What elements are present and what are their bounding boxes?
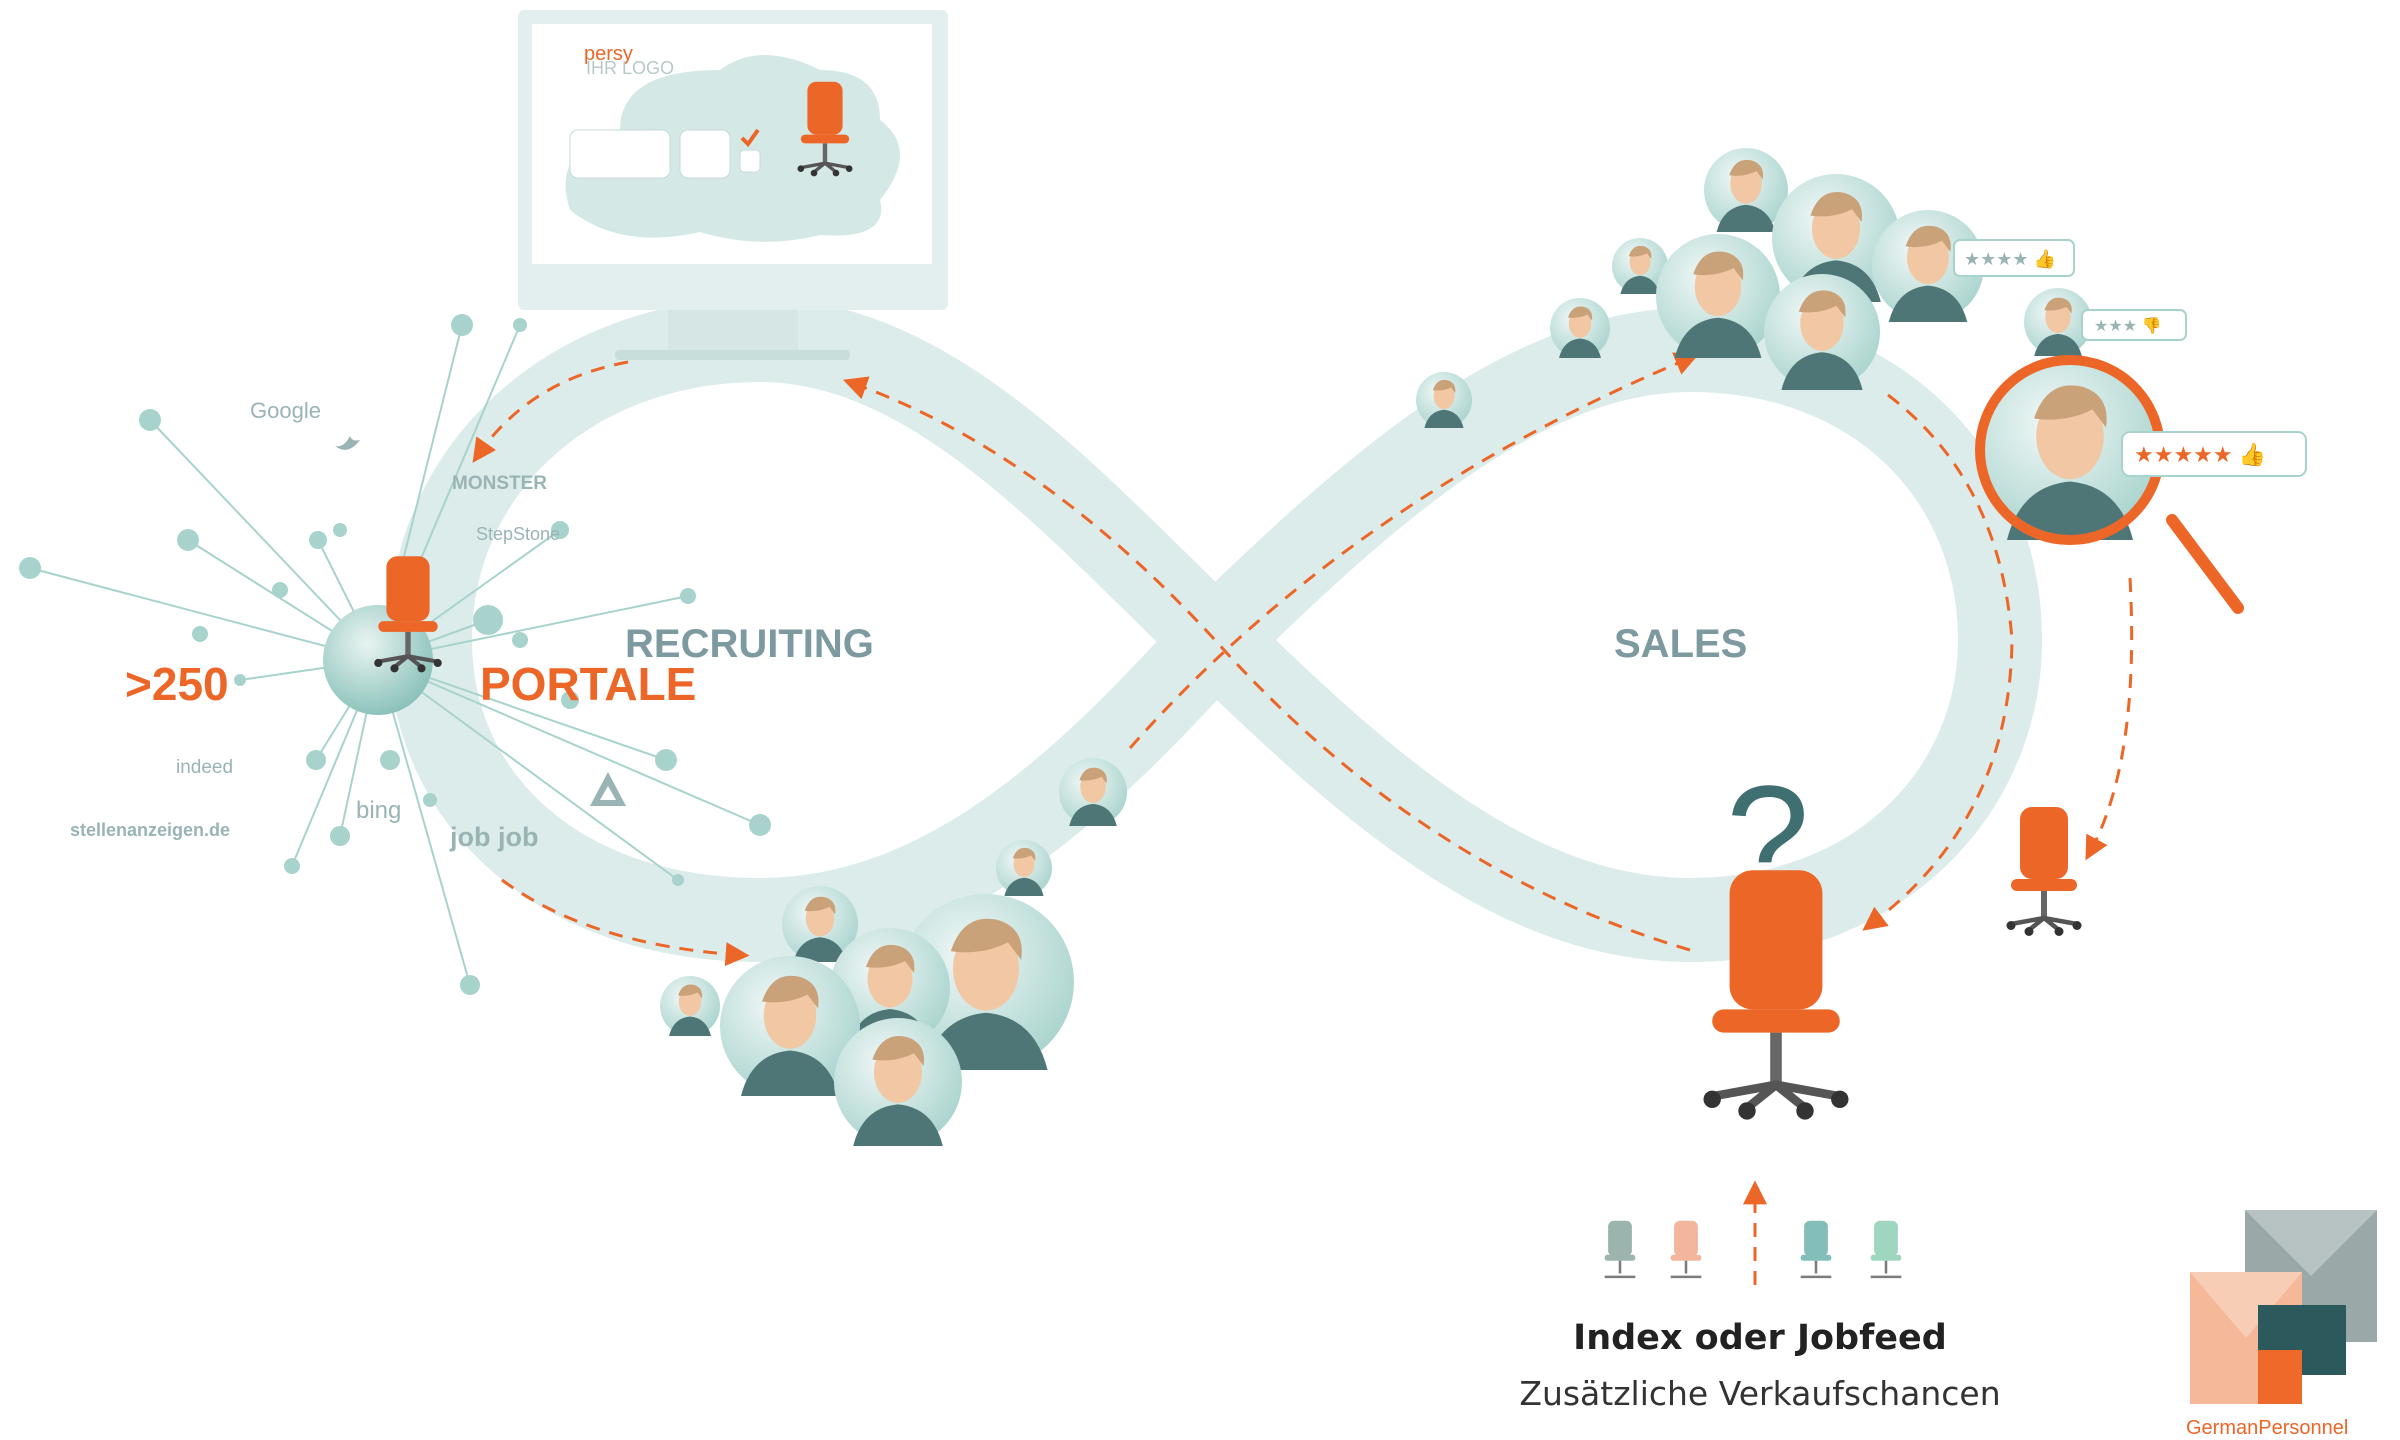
rating-badge: [2081, 309, 2187, 341]
svg-text:★★★★★ 👍: ★★★★★ 👍: [2134, 442, 2266, 467]
portal-nodes: [19, 314, 771, 995]
caption-subtitle: Zusätzliche Verkaufschancen: [1519, 1374, 2001, 1413]
company-logo: GermanPersonnel: [2186, 1210, 2377, 1439]
candidate-avatar: [1764, 274, 1880, 390]
caption-title: Index oder Jobfeed: [1573, 1318, 1947, 1358]
portal-count: >250: [125, 658, 229, 710]
arrow-portals-to-candidates: [501, 878, 750, 967]
twitter-bird-icon: [335, 436, 360, 450]
rating-badge: [1953, 239, 2075, 277]
candidate-avatar: [1416, 372, 1472, 428]
monster-logo: MONSTER: [452, 473, 547, 494]
small-chair-icon: [1670, 1220, 1702, 1279]
arrow-sales-to-chair: [1862, 393, 2014, 931]
candidate-avatar: [1656, 234, 1780, 358]
jobjob-logo: job job: [449, 822, 538, 852]
logo-text: GermanPersonnel: [2186, 1417, 2348, 1439]
bing-logo: bing: [356, 797, 401, 824]
top-rating-badge: [2121, 431, 2307, 477]
sales-label: SALES: [1614, 622, 1747, 666]
index-chairs: [1604, 1220, 1902, 1279]
sales-cluster: ★★★★ 👍 ★★★ 👎: [1416, 148, 2187, 428]
candidate-avatar: [660, 976, 720, 1036]
monitor-brand: persy: [584, 43, 633, 65]
small-chair-icon: [1800, 1220, 1832, 1279]
recruiting-label: RECRUITING: [625, 622, 874, 666]
candidate-avatar: [1059, 758, 1127, 826]
portal-label: PORTALE: [480, 658, 696, 710]
candidate-avatar: [834, 1018, 962, 1146]
candidate-avatar: [996, 840, 1052, 896]
google-logo: Google: [250, 398, 321, 423]
stepstone-logo: StepStone: [476, 524, 560, 544]
candidate-avatar: [1550, 298, 1610, 358]
indeed-logo: indeed: [176, 757, 233, 778]
flow-arrows: [472, 352, 2134, 1285]
svg-text:★★★ 👎: ★★★ 👎: [2094, 317, 2161, 335]
monitor-brand-sub: IHR LOGO: [586, 58, 674, 78]
open-position: ?: [1704, 754, 1849, 1120]
magnifier-icon: ★★★★★ 👍: [1975, 355, 2307, 614]
portal-logos: Google MONSTER StepStone indeed stellena…: [70, 398, 626, 852]
arbeitsagentur-icon: [590, 772, 626, 806]
small-chair-icon: [1870, 1220, 1902, 1279]
small-chair-icon: [1604, 1220, 1636, 1279]
arrow-magnifier-to-chair: [2085, 577, 2134, 861]
arrow-chair-to-monitor: [842, 376, 1691, 952]
svg-text:★★★★ 👍: ★★★★ 👍: [1964, 248, 2056, 269]
right-chair-icon: [2007, 807, 2082, 936]
arrow-candidates-to-sales: [1128, 352, 1699, 749]
stellenanzeigen-logo: stellenanzeigen.de: [70, 820, 230, 840]
monitor: persy IHR LOGO: [518, 10, 948, 360]
checkmark-icon: [740, 128, 760, 148]
